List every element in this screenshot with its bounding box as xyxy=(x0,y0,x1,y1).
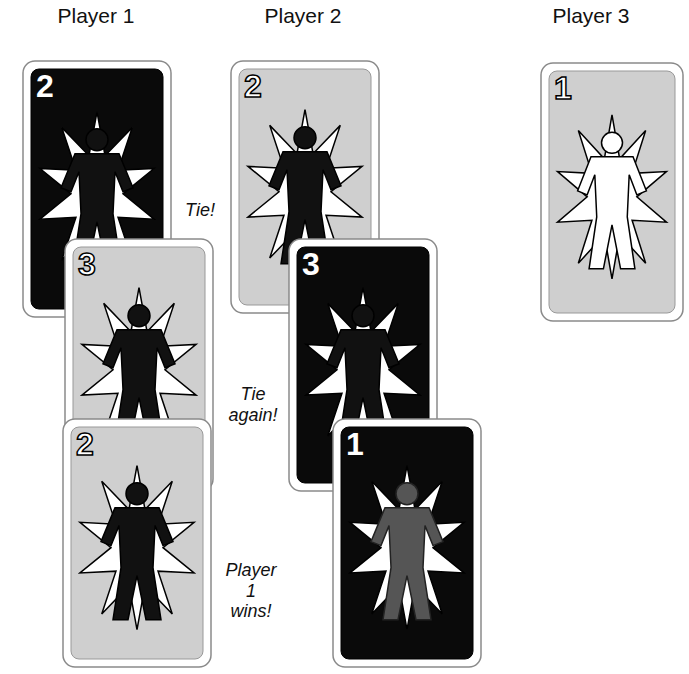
card-value: 2 xyxy=(76,428,94,460)
hero-head xyxy=(86,129,108,151)
hero-figure xyxy=(101,508,173,620)
card-face xyxy=(341,427,473,659)
hero-head xyxy=(126,483,148,505)
burst-star xyxy=(558,115,667,279)
hero-head xyxy=(294,127,316,149)
round-note: Tie again! xyxy=(218,384,288,425)
card-border xyxy=(541,63,683,321)
player-heading: Player 2 xyxy=(243,4,363,28)
card-value: 1 xyxy=(346,428,364,460)
round-note: Tie! xyxy=(170,200,230,221)
game-card: 1 xyxy=(540,62,684,322)
player-heading: Player 1 xyxy=(36,4,156,28)
burst-star xyxy=(350,466,464,630)
card-border xyxy=(333,419,481,667)
hero-head xyxy=(352,305,374,327)
hero-head xyxy=(396,483,418,505)
card-face xyxy=(71,427,203,659)
game-card: 1 xyxy=(332,418,482,668)
card-value: 2 xyxy=(36,70,54,102)
hero-figure xyxy=(578,157,647,269)
card-border xyxy=(63,419,211,667)
card-value: 3 xyxy=(78,248,96,280)
burst-star xyxy=(80,466,194,630)
result-note: Player 1 wins! xyxy=(216,560,286,622)
card-face xyxy=(549,71,675,313)
card-value: 2 xyxy=(244,70,262,102)
hero-head xyxy=(128,305,150,327)
hero-figure xyxy=(371,508,443,620)
hero-head xyxy=(602,132,623,153)
card-value: 1 xyxy=(554,72,572,104)
player-heading: Player 3 xyxy=(531,4,651,28)
game-card: 2 xyxy=(62,418,212,668)
card-value: 3 xyxy=(302,248,320,280)
